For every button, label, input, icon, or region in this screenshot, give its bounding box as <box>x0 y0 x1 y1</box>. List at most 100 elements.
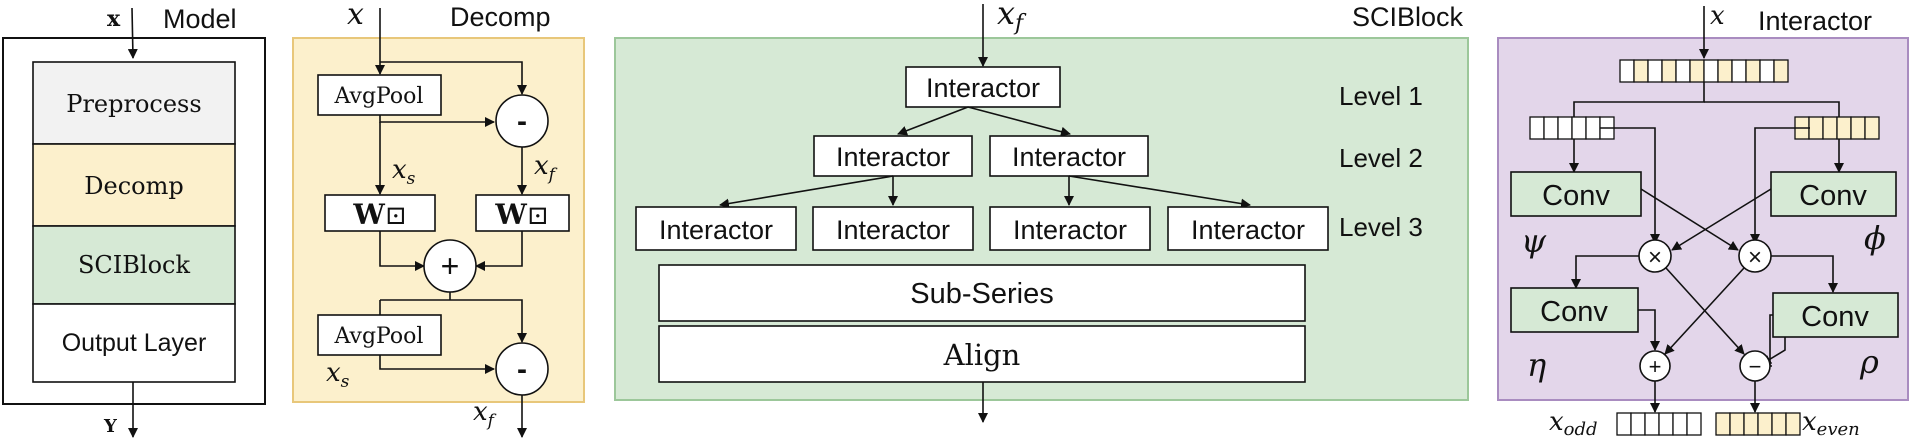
avgpool-box-1 <box>317 74 442 116</box>
sub-series-box <box>658 264 1306 322</box>
sequence-cell <box>1619 59 1635 83</box>
even-sequence-array <box>1794 116 1880 140</box>
even-output-cell <box>1757 412 1773 436</box>
input-sequence-array <box>1619 59 1789 83</box>
interactor-panel: x Interactor Conv Conv ψ ϕ × × <box>1497 1 1909 440</box>
even-output-array <box>1715 412 1801 436</box>
interactor-l1-label: Interactor <box>926 73 1040 103</box>
odd-cell <box>1571 116 1587 140</box>
sequence-cell <box>1731 59 1747 83</box>
decomp-panel: x Decomp AvgPool - xs xf W⊡ W⊡ + Avg <box>292 0 585 438</box>
conv-eta-box <box>1510 287 1639 333</box>
model-panel: x Model Preprocess Decomp SCIBlock Outpu… <box>2 4 266 438</box>
even-output-cell <box>1785 412 1801 436</box>
conv-phi-box <box>1770 171 1897 217</box>
even-output-cell <box>1743 412 1759 436</box>
interactor-l3-d <box>1167 206 1329 251</box>
odd-output-cell <box>1672 412 1688 436</box>
odd-sequence-array <box>1529 116 1615 140</box>
sciblock-input-label: xf <box>997 0 1027 36</box>
odd-cell <box>1543 116 1559 140</box>
model-title: Model <box>163 4 237 34</box>
interactor-l3-a <box>635 206 797 251</box>
minus-symbol-1: - <box>517 105 527 138</box>
odd-output-cell <box>1658 412 1674 436</box>
sciblock-title: SCIBlock <box>1352 2 1464 32</box>
sequence-cell <box>1717 59 1733 83</box>
interactor-l1 <box>905 66 1061 108</box>
xf-label-2: xf <box>473 397 497 431</box>
interactor-l3-b <box>812 206 974 251</box>
add-symbol: + <box>1649 354 1662 379</box>
interactor-l3-d-label: Interactor <box>1191 215 1305 245</box>
rho-symbol: ρ <box>1859 343 1879 381</box>
output-layer-label: Output Layer <box>62 329 207 357</box>
interactor-l2-b-label: Interactor <box>1012 142 1126 172</box>
sequence-cell <box>1675 59 1691 83</box>
odd-output-cell <box>1616 412 1632 436</box>
interactor-frame <box>1497 37 1909 401</box>
model-output-label: Y <box>103 416 118 437</box>
xs-label-1: xs <box>392 155 416 189</box>
interactor-l2-b <box>989 135 1149 177</box>
sequence-cell <box>1661 59 1677 83</box>
sequence-cell <box>1773 59 1789 83</box>
x-odd-label: xodd <box>1549 407 1598 440</box>
avgpool-label-2: AvgPool <box>334 324 424 349</box>
sciblock-layer <box>32 225 236 305</box>
even-output-cell <box>1729 412 1745 436</box>
sequence-cell <box>1759 59 1775 83</box>
interactor-l3-b-label: Interactor <box>836 215 950 245</box>
model-frame <box>2 37 266 405</box>
even-cell <box>1822 116 1838 140</box>
align-label: Align <box>943 338 1021 372</box>
sequence-cell <box>1745 59 1761 83</box>
sciblock-label: SCIBlock <box>78 251 190 279</box>
xs-label-2: xs <box>326 358 350 392</box>
sequence-cell <box>1647 59 1663 83</box>
sequence-cell <box>1703 59 1719 83</box>
interactor-l3-c <box>989 206 1151 251</box>
weight-label-right: W⊡ <box>494 198 548 231</box>
even-cell <box>1850 116 1866 140</box>
multiply-symbol-left: × <box>1648 244 1662 271</box>
decomp-label: Decomp <box>84 172 183 200</box>
odd-cell <box>1585 116 1601 140</box>
decomp-input-label: x <box>347 0 364 32</box>
odd-cell <box>1557 116 1573 140</box>
avgpool-label-1: AvgPool <box>334 84 424 109</box>
weight-box-left <box>324 194 436 232</box>
even-cell <box>1836 116 1852 140</box>
minus-symbol-2: - <box>517 353 527 386</box>
model-input-label: x <box>107 6 121 32</box>
odd-output-cell <box>1644 412 1660 436</box>
conv-eta-label: Conv <box>1540 296 1608 328</box>
level-3-label: Level 3 <box>1339 212 1423 242</box>
even-output-cell <box>1715 412 1731 436</box>
sub-series-label: Sub-Series <box>910 278 1053 310</box>
sciblock-panel: xf SCIBlock Interactor Interactor Intera… <box>614 0 1469 423</box>
phi-symbol: ϕ <box>1864 219 1886 257</box>
preprocess-label: Preprocess <box>66 90 201 118</box>
even-cell <box>1864 116 1880 140</box>
interactor-l2-a-label: Interactor <box>836 142 950 172</box>
weight-label-left: W⊡ <box>352 198 406 231</box>
conv-psi-label: Conv <box>1542 180 1610 212</box>
odd-output-array <box>1616 412 1702 436</box>
decomp-title: Decomp <box>450 2 551 32</box>
conv-psi-box <box>1510 171 1642 217</box>
interactor-l3-c-label: Interactor <box>1013 215 1127 245</box>
psi-symbol: ψ <box>1521 222 1547 260</box>
interactor-l3-a-label: Interactor <box>659 215 773 245</box>
interactor-title: Interactor <box>1758 6 1872 36</box>
conv-rho-box <box>1772 292 1899 338</box>
multiply-symbol-right: × <box>1748 244 1762 271</box>
eta-symbol: η <box>1527 346 1546 384</box>
output-layer <box>32 303 236 383</box>
level-1-label: Level 1 <box>1339 81 1423 111</box>
align-box <box>658 325 1306 383</box>
xf-label-1: xf <box>534 151 558 185</box>
decomp-layer <box>32 143 236 227</box>
conv-phi-label: Conv <box>1799 180 1867 212</box>
